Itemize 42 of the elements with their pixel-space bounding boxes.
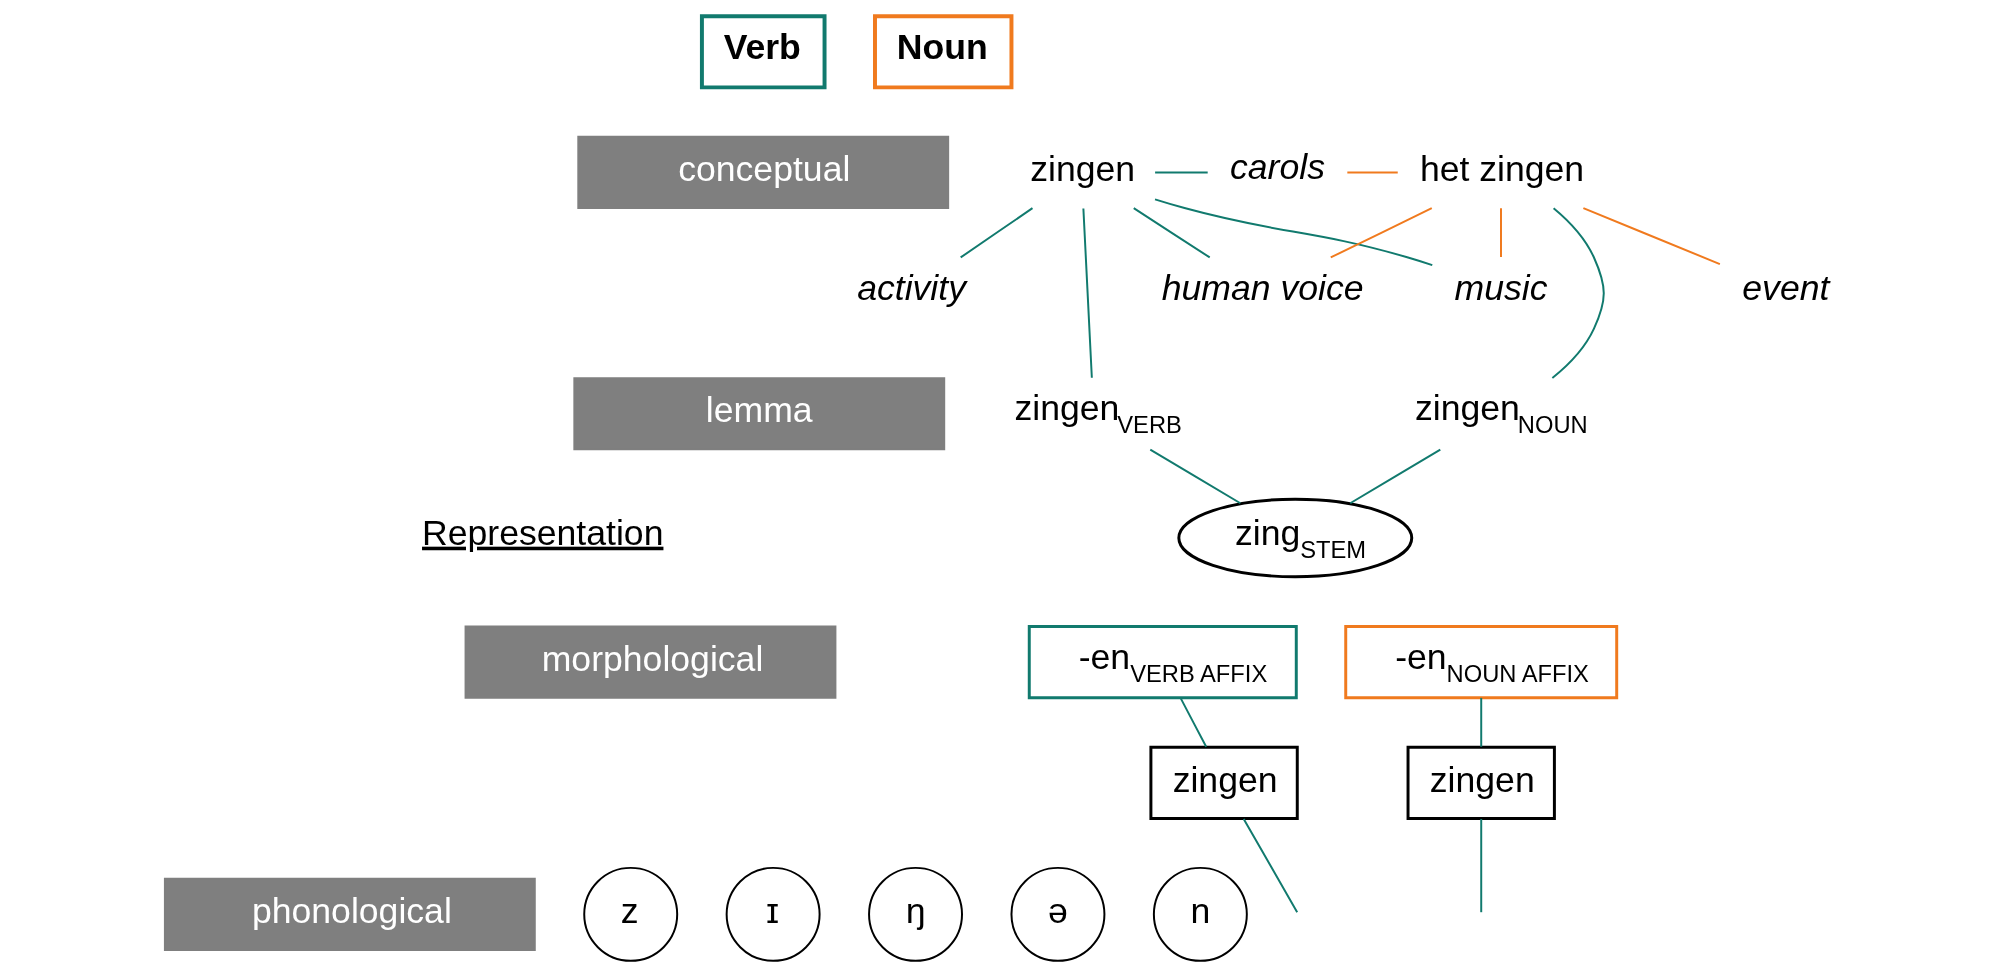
node-circle: ə (1009, 866, 1105, 962)
connector (1329, 207, 1433, 259)
node-circle: n (1152, 866, 1248, 962)
node-box: Noun (872, 14, 1013, 90)
node-text: human voice (1161, 267, 1364, 308)
node-text: zingen$_{VERB}$ (1013, 388, 1182, 439)
node-circle: z (582, 866, 678, 962)
label: Representation (421, 512, 663, 553)
node-box: zingen (1148, 745, 1299, 820)
node-box: -en$_{VERB AFFIX}$ (1027, 625, 1298, 700)
connector (1179, 696, 1207, 748)
node-text: activity (856, 267, 966, 308)
node-box: Verb (699, 14, 827, 90)
connector (1348, 448, 1441, 505)
node-box: conceptual (576, 135, 949, 209)
node-box: morphological (464, 625, 836, 699)
node-box: zingen (1406, 745, 1556, 820)
connector (1081, 207, 1093, 379)
node-text: event (1741, 267, 1829, 308)
node-ellipse: zing$_{STEM}$ (1176, 497, 1413, 579)
node-circle: ɪ (725, 866, 821, 962)
node-box: -en$_{NOUN AFFIX}$ (1343, 625, 1618, 700)
connector (959, 207, 1033, 259)
connector (1153, 198, 1433, 267)
node-circle: ŋ (867, 866, 963, 962)
connector (1345, 171, 1399, 174)
node-text: zingen (1029, 149, 1135, 190)
connector (1148, 448, 1241, 505)
node-text: music (1454, 267, 1547, 308)
connector (1242, 818, 1298, 914)
connector (1132, 207, 1211, 259)
node-text: het zingen (1419, 149, 1584, 190)
connector (1581, 207, 1721, 266)
node-text: carols (1229, 147, 1325, 188)
connector (1550, 207, 1605, 379)
connector (1153, 171, 1209, 174)
node-box: phonological (163, 877, 536, 951)
node-box: lemma (572, 377, 945, 451)
connector (1479, 818, 1482, 914)
connector (1479, 696, 1482, 748)
node-text: zingen$_{NOUN}$ (1414, 388, 1588, 439)
connector (1499, 207, 1502, 258)
